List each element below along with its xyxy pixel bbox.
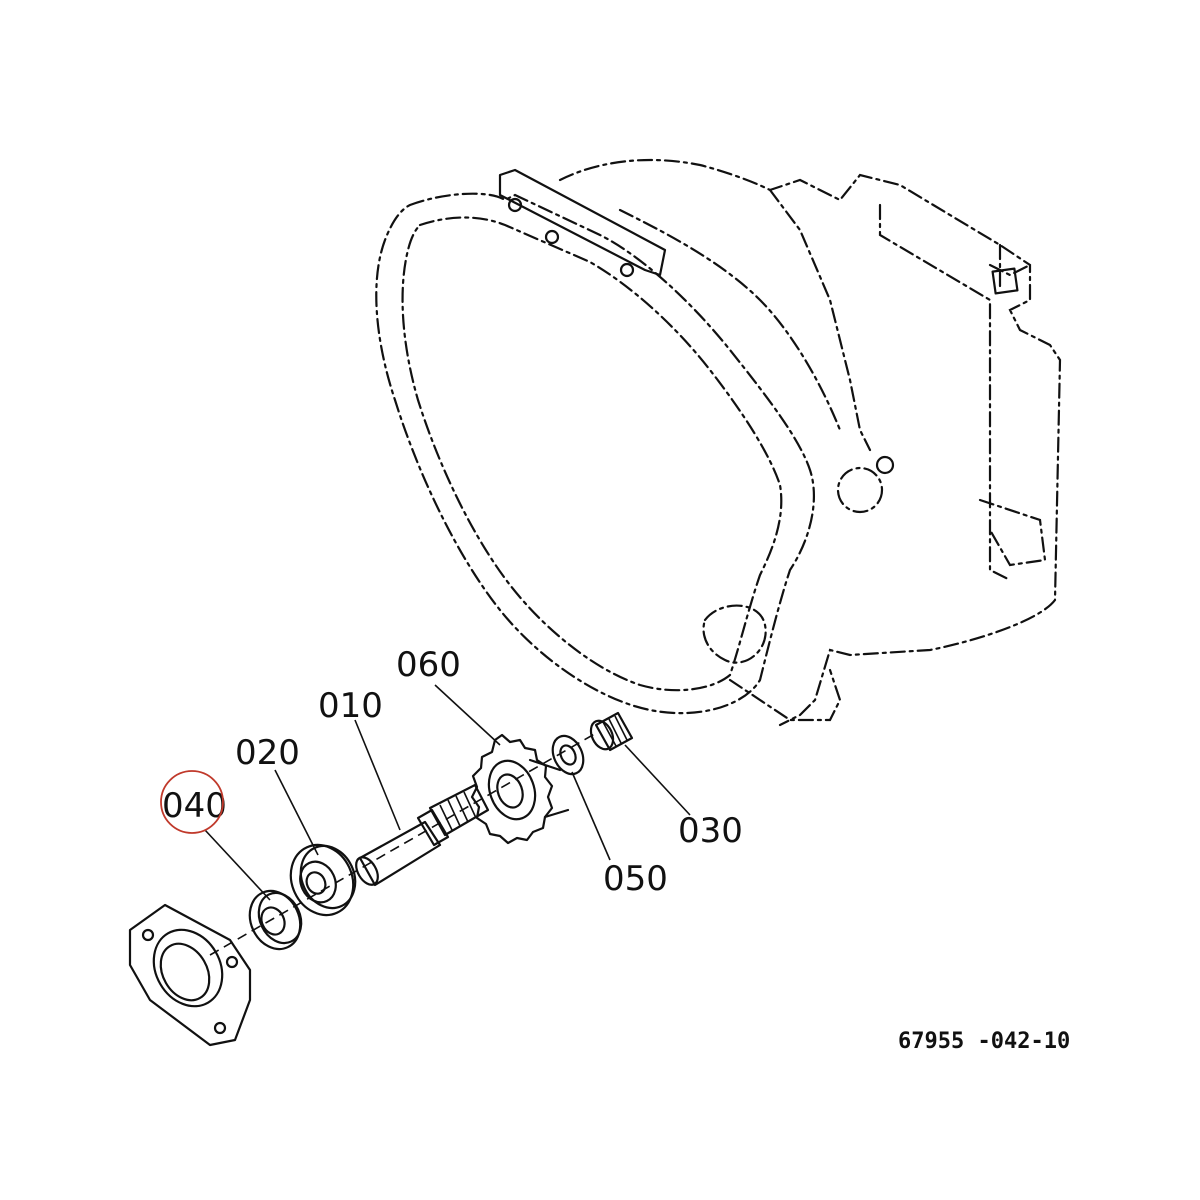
bolt-hole-2: [544, 229, 560, 245]
leader-010: [354, 719, 401, 831]
housing-body: [558, 158, 1062, 727]
leader-050: [571, 771, 611, 861]
gear-bore: [496, 773, 524, 809]
gear-hub: [487, 759, 537, 821]
housing-boss-nub: [875, 455, 895, 475]
callout-010[interactable]: 010: [318, 686, 383, 726]
callout-040[interactable]: 040: [162, 786, 227, 826]
bearing-040-rim: [257, 891, 303, 945]
housing-side-panel: [878, 203, 1012, 582]
needle-bearing-face: [589, 719, 615, 751]
cover-boss-inner: [159, 942, 211, 1002]
shaft-collar: [416, 808, 450, 847]
shaft-end: [355, 856, 379, 886]
assembly-axis: [209, 731, 599, 956]
leader-060: [434, 684, 501, 746]
bolt-hole-3: [619, 262, 635, 278]
housing-inner-outline: [401, 216, 783, 692]
bearing-cover-flange: [128, 903, 252, 1047]
cover-bolt-hole-2: [225, 955, 239, 969]
cover-bolt-hole-1: [141, 928, 155, 942]
leader-020: [274, 769, 319, 856]
needle-bearing-rollers: [602, 715, 628, 747]
housing-lower-step: [978, 498, 1047, 567]
housing-rib: [618, 208, 842, 432]
bearing-040-bore: [260, 906, 286, 936]
bolt-hole-1: [507, 197, 523, 213]
flywheel-housing: [375, 158, 1062, 727]
leader-030: [624, 744, 691, 816]
leader-040: [204, 829, 271, 901]
leader-lines: [204, 684, 691, 956]
washer-050-outer: [551, 734, 585, 776]
part-020-ball-bearing[interactable]: [280, 835, 365, 926]
housing-bottom-boss: [702, 604, 767, 664]
callout-labels: 060 010 020 040 030 050: [162, 645, 743, 899]
shaft-body: [358, 820, 442, 887]
bearing-020-outer: [289, 843, 355, 917]
shaft-spline-teeth: [439, 791, 477, 831]
figure-code: 67955 -042-10: [898, 1029, 1070, 1054]
cover-plate: [128, 903, 252, 1047]
housing-body-side: [768, 188, 872, 452]
housing-right-ridge: [988, 243, 1032, 292]
callout-030[interactable]: 030: [678, 811, 743, 851]
cover-bolt-hole-3: [213, 1021, 227, 1035]
gear-face-side: [528, 758, 570, 819]
callout-050[interactable]: 050: [603, 859, 668, 899]
housing-boss-circle: [836, 466, 884, 514]
part-060-gear[interactable]: [470, 733, 570, 845]
part-030-needle-bearing[interactable]: [587, 711, 634, 753]
washer-050-inner: [559, 744, 577, 766]
gear-teeth: [470, 733, 554, 845]
part-050-thrust-washer[interactable]: [547, 731, 589, 779]
part-040-ball-bearing[interactable]: [241, 883, 310, 958]
housing-top-mount: [498, 168, 667, 277]
highlight-ring-040: [160, 770, 224, 834]
shaft-spline: [428, 783, 490, 837]
needle-bearing-body: [594, 711, 634, 752]
housing-flange-outline: [375, 192, 816, 715]
housing-square-port: [991, 267, 1019, 295]
part-010-shaft[interactable]: [352, 783, 490, 888]
bearing-020-race: [299, 860, 337, 904]
callout-020[interactable]: 020: [235, 733, 300, 773]
callout-060[interactable]: 060: [396, 645, 461, 685]
housing-lower-foot: [728, 668, 842, 722]
bearing-020-bore: [305, 871, 327, 895]
